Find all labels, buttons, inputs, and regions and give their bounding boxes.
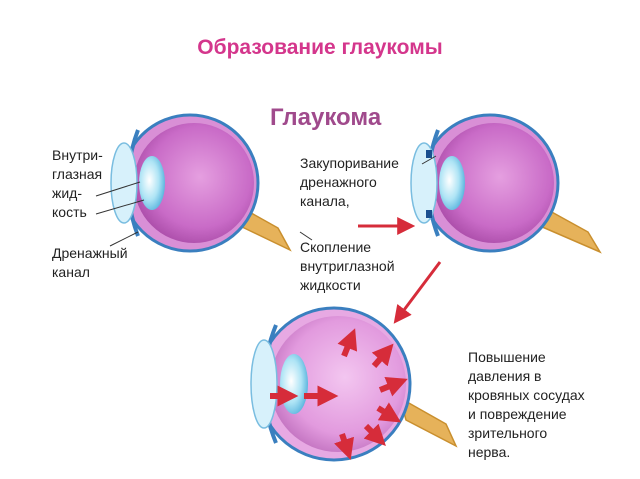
pressure-arrow: [334, 433, 354, 460]
label-accumulation: Скопление внутриглазной жидкости: [300, 239, 395, 293]
eye-glaucoma-illustration: [250, 306, 458, 462]
label-pressure: Повышение давления в кровяных сосудах и …: [468, 349, 585, 460]
label-intraocular-fluid: Внутри- глазная жид- кость: [52, 147, 103, 220]
red-arrow-icon: [358, 217, 442, 324]
pressure-arrow: [363, 423, 386, 446]
pressure-arrow: [378, 376, 408, 397]
diagram-subtitle: Глаукома: [270, 104, 382, 131]
label-blockage: Закупоривание дренажного канала,: [300, 155, 399, 209]
arrow-to-glaucoma-eye: [393, 261, 442, 324]
leader-lines: [95, 155, 437, 247]
eye-blocked-illustration: [410, 113, 602, 254]
diagram-title: Образование глаукомы: [197, 36, 443, 59]
pressure-arrows: [270, 328, 408, 460]
pressure-arrow: [371, 343, 394, 368]
eye-normal-illustration: [110, 113, 292, 253]
pressure-arrow: [337, 328, 358, 358]
label-drainage-canal: Дренажный канал: [52, 245, 128, 280]
pressure-arrow: [376, 402, 402, 423]
